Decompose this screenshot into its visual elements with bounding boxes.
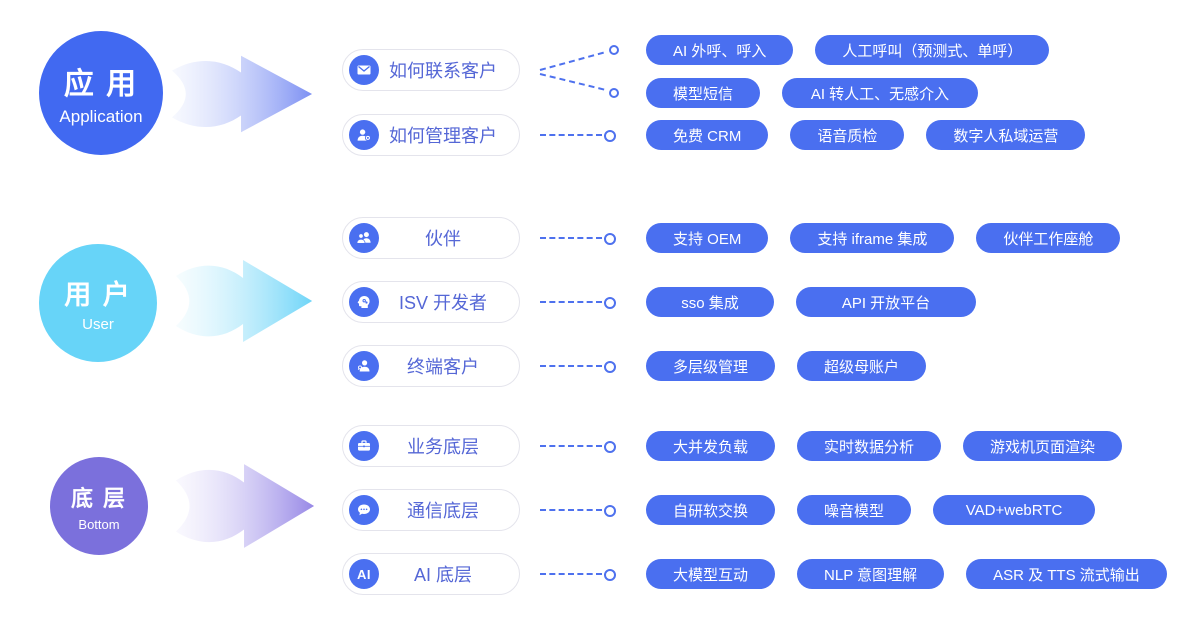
arrow-application-icon (171, 55, 313, 133)
feature-pill: AI 转人工、无感介入 (782, 78, 979, 108)
circle-bottom: 底 层 Bottom (50, 457, 148, 555)
connector-dot (604, 361, 616, 373)
feature-pill: 自研软交换 (646, 495, 776, 525)
ai-icon: AI (349, 559, 379, 589)
connector-manage-customers (540, 130, 616, 142)
feature-pill: 免费 CRM (646, 120, 769, 150)
arrow-user-icon (175, 260, 313, 342)
feature-pill: API 开放平台 (796, 287, 976, 317)
user-search-icon (349, 351, 379, 381)
circle-title-en: User (82, 316, 114, 333)
category-manage-customers: 如何管理客户 (342, 114, 520, 156)
feature-pill: VAD+webRTC (933, 495, 1096, 525)
connector-ai-layer (540, 569, 616, 581)
ai-icon-text: AI (357, 566, 371, 582)
category-business-layer: 业务底层 (342, 425, 520, 467)
connector-communication-layer (540, 505, 616, 517)
feature-pill: 支持 iframe 集成 (790, 223, 955, 253)
feature-pill: 大模型互动 (646, 559, 776, 589)
envelope-icon (349, 55, 379, 85)
feature-pill: 人工呼叫（预测式、单呼） (815, 35, 1050, 65)
arrow-bottom-icon (175, 464, 315, 548)
connector-partner (540, 233, 616, 245)
feature-pill: 伙伴工作座舱 (976, 223, 1121, 253)
circle-title-zh: 用 户 (64, 280, 132, 310)
chat-dots-icon (349, 495, 379, 525)
connector-dot (604, 233, 616, 245)
feature-pill: 数字人私域运营 (926, 120, 1086, 150)
category-label: 终端客户 (407, 357, 479, 377)
feature-pill: 大并发负载 (646, 431, 776, 461)
category-label: 如何联系客户 (389, 61, 497, 81)
connector-dot (604, 441, 616, 453)
application-feature-row-1: AI 外呼、呼入 人工呼叫（预测式、单呼） (646, 35, 1050, 65)
feature-pill: NLP 意图理解 (797, 559, 945, 589)
head-gear-icon (349, 287, 379, 317)
feature-pill: ASR 及 TTS 流式输出 (966, 559, 1167, 589)
connector-dot (604, 130, 616, 142)
category-partner: 伙伴 (342, 217, 520, 259)
feature-pill: 多层级管理 (646, 351, 776, 381)
user-feature-row-1: 支持 OEM 支持 iframe 集成 伙伴工作座舱 (646, 223, 1121, 253)
connector-end-customer (540, 361, 616, 373)
application-feature-row-3: 免费 CRM 语音质检 数字人私域运营 (646, 120, 1086, 150)
bottom-feature-row-1: 大并发负载 实时数据分析 游戏机页面渲染 (646, 431, 1123, 461)
category-end-customer: 终端客户 (342, 345, 520, 387)
connector-dot (604, 569, 616, 581)
user-gear-icon (349, 120, 379, 150)
application-feature-row-2: 模型短信 AI 转人工、无感介入 (646, 78, 979, 108)
connector-contact-customers-branch (539, 45, 619, 98)
category-isv-developer: ISV 开发者 (342, 281, 520, 323)
category-contact-customers: 如何联系客户 (342, 49, 520, 91)
connector-dot (604, 297, 616, 309)
category-label: 伙伴 (425, 229, 461, 249)
connector-business-layer (540, 441, 616, 453)
bottom-feature-row-3: 大模型互动 NLP 意图理解 ASR 及 TTS 流式输出 (646, 559, 1167, 589)
feature-pill: AI 外呼、呼入 (646, 35, 794, 65)
category-label: 业务底层 (407, 437, 479, 457)
circle-user: 用 户 User (39, 244, 157, 362)
circle-title-zh: 应 用 (63, 68, 139, 101)
category-label: ISV 开发者 (398, 293, 487, 313)
circle-title-zh: 底 层 (70, 485, 128, 511)
connector-isv-developer (540, 297, 616, 309)
feature-pill: sso 集成 (646, 287, 774, 317)
feature-pill: 模型短信 (646, 78, 761, 108)
category-label: 通信底层 (407, 501, 479, 521)
category-label: 如何管理客户 (389, 126, 497, 146)
category-communication-layer: 通信底层 (342, 489, 520, 531)
category-label: AI 底层 (413, 565, 472, 585)
category-ai-layer: AI AI 底层 (342, 553, 520, 595)
circle-title-en: Application (59, 107, 143, 126)
briefcase-icon (349, 431, 379, 461)
user-feature-row-3: 多层级管理 超级母账户 (646, 351, 927, 381)
circle-application: 应 用 Application (39, 31, 163, 155)
feature-pill: 超级母账户 (797, 351, 927, 381)
circle-title-en: Bottom (78, 516, 120, 532)
feature-pill: 支持 OEM (646, 223, 769, 253)
feature-pill: 实时数据分析 (797, 431, 942, 461)
connector-dot (604, 505, 616, 517)
feature-pill: 噪音模型 (797, 495, 912, 525)
feature-pill: 语音质检 (790, 120, 905, 150)
people-icon (349, 223, 379, 253)
user-feature-row-2: sso 集成 API 开放平台 (646, 287, 976, 317)
bottom-feature-row-2: 自研软交换 噪音模型 VAD+webRTC (646, 495, 1096, 525)
feature-pill: 游戏机页面渲染 (963, 431, 1123, 461)
